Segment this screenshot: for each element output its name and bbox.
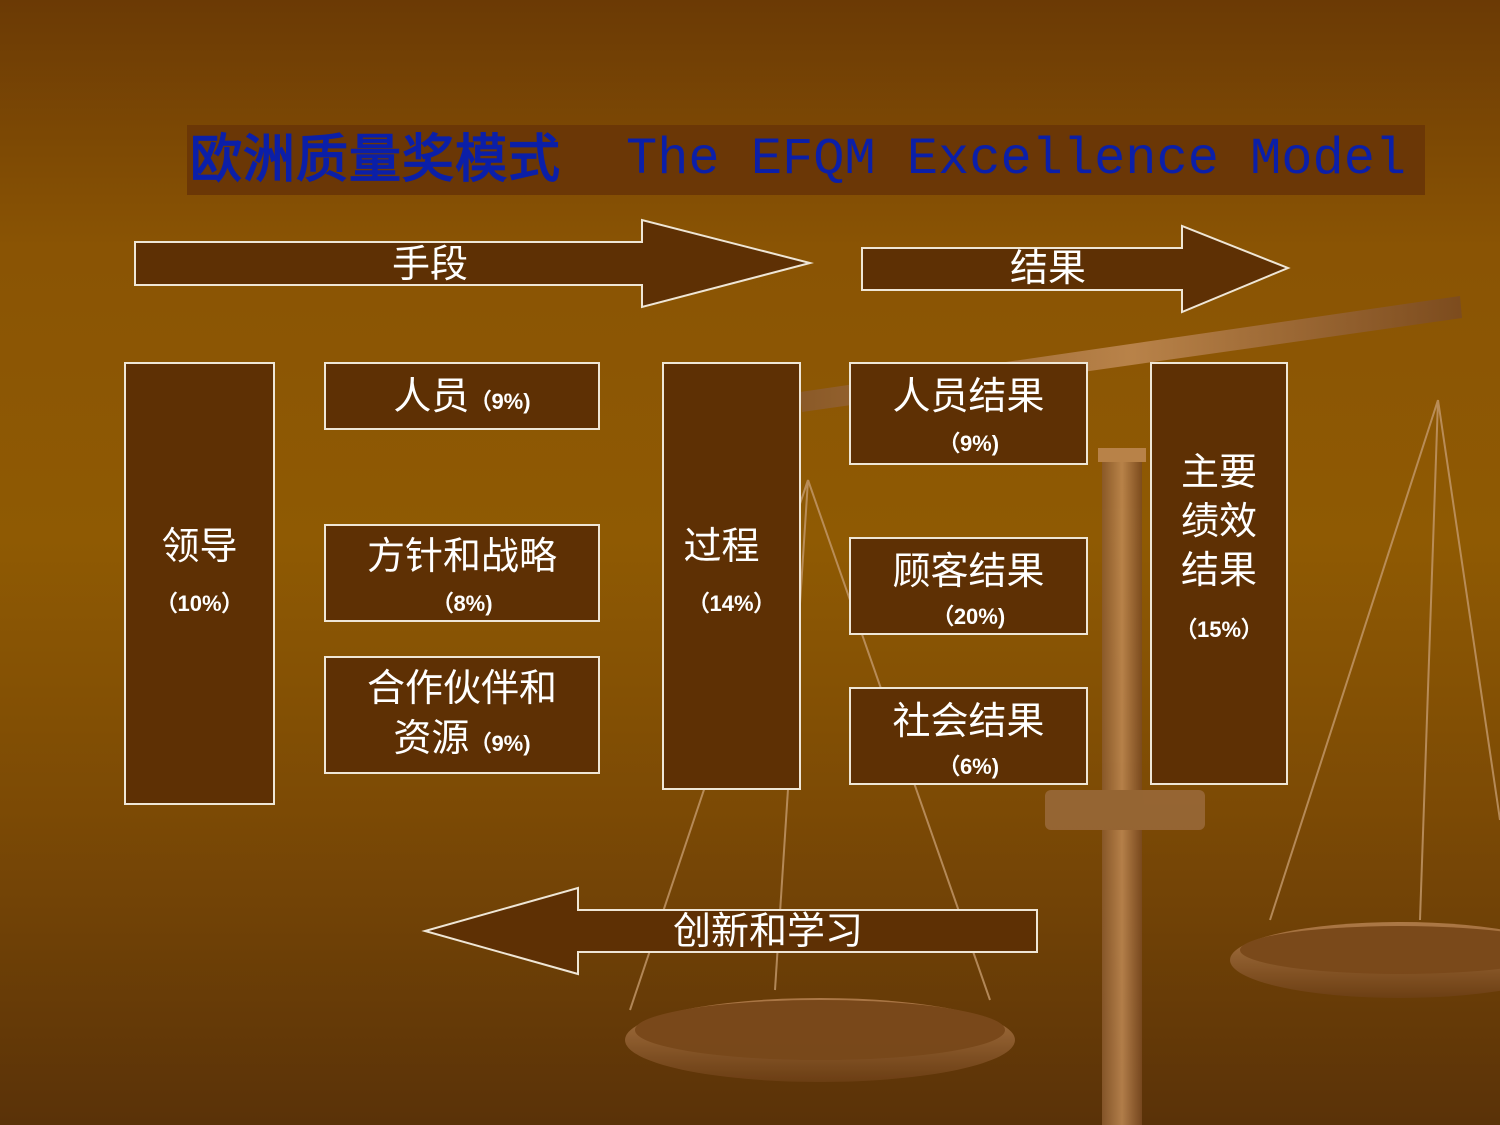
scale-pillar <box>1045 448 1205 1125</box>
partnerships-line1: 合作伙伴和 <box>366 666 557 710</box>
title-english: The EFQM Excellence Model <box>626 130 1407 189</box>
people-line: 人员（9%) <box>326 372 598 420</box>
partnerships-line2: 资源 <box>393 716 470 760</box>
leadership-label: 领导 <box>161 524 238 568</box>
box-processes: 过程 （14%） <box>662 362 801 790</box>
leadership-pct: （10%） <box>155 591 244 616</box>
arrow-enablers-label: 手段 <box>391 242 468 286</box>
box-society-results: 社会结果 （6%) <box>849 687 1088 785</box>
partnerships-pct: （9%) <box>469 731 531 756</box>
arrow-results-label: 结果 <box>1009 246 1086 290</box>
society-results-label: 社会结果 <box>892 699 1045 743</box>
box-policy-strategy: 方针和战略 （8%) <box>324 524 600 622</box>
people-results-pct: （9%) <box>937 431 1000 456</box>
partnerships-line2-wrap: 资源（9%) <box>326 714 598 762</box>
policy-label: 方针和战略 <box>366 534 557 578</box>
processes-label: 过程 <box>683 524 760 568</box>
title-bar <box>187 125 1425 195</box>
key-results-pct: （15%） <box>1174 617 1264 642</box>
box-people: 人员（9%) <box>324 362 600 430</box>
box-customer-results: 顾客结果 （20%) <box>849 537 1088 635</box>
people-pct: （9%) <box>469 389 531 414</box>
key-results-line1: 主要 <box>1180 450 1257 494</box>
processes-pct: （14%） <box>687 591 776 616</box>
box-partnerships-resources: 合作伙伴和 资源（9%) <box>324 656 600 774</box>
key-results-line2: 绩效 <box>1180 499 1257 543</box>
box-leadership: 领导 （10%） <box>124 362 275 805</box>
arrow-results-shape <box>861 224 1291 314</box>
box-key-performance-results: 主要 绩效 结果 （15%） <box>1150 362 1288 785</box>
society-results-pct: （6%) <box>937 754 1000 779</box>
box-people-results: 人员结果 （9%) <box>849 362 1088 465</box>
arrow-innovation-label: 创新和学习 <box>672 909 863 953</box>
scale-pan-left <box>625 998 1015 1082</box>
arrow-enablers-shape <box>134 218 814 309</box>
customer-results-label: 顾客结果 <box>892 549 1045 593</box>
title-chinese: 欧洲质量奖模式 <box>190 130 562 190</box>
arrow-innovation-shape <box>421 886 1038 976</box>
people-results-label: 人员结果 <box>892 374 1045 418</box>
customer-results-pct: （20%) <box>931 604 1006 629</box>
key-results-line3: 结果 <box>1180 548 1257 592</box>
policy-pct: （8%) <box>431 591 493 616</box>
people-label: 人员 <box>393 374 470 418</box>
scale-pan-right <box>1230 922 1500 998</box>
